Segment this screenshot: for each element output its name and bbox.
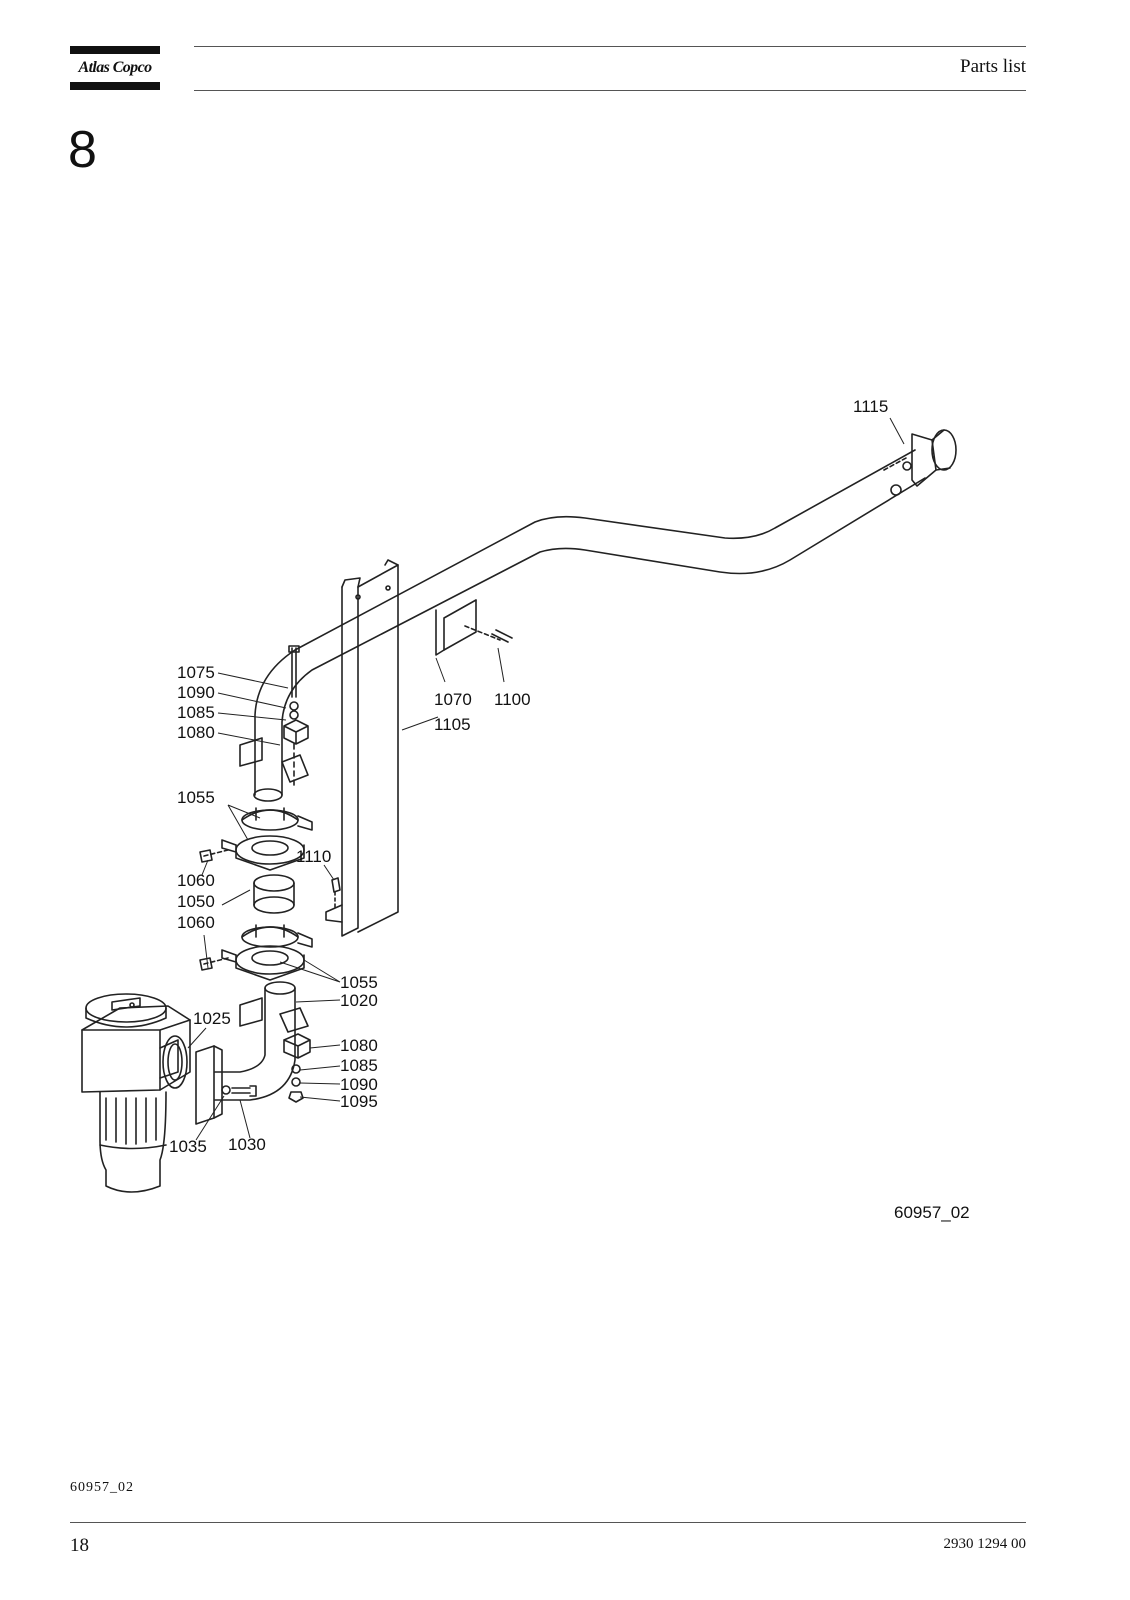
logo-bottom-bar — [70, 82, 160, 90]
callout-1090-upper: 1090 — [177, 683, 215, 702]
callout-1085-lower: 1085 — [340, 1056, 378, 1075]
callout-1100: 1100 — [494, 690, 531, 709]
callout-1035: 1035 — [169, 1137, 207, 1156]
callout-1055-upper: 1055 — [177, 788, 215, 807]
document-number: 2930 1294 00 — [943, 1536, 1027, 1552]
callout-1085-upper: 1085 — [177, 703, 215, 722]
callout-labels: 1115 1075 1090 1085 1080 1070 1100 1105 … — [169, 397, 970, 1222]
callout-1090-lower: 1090 — [340, 1075, 378, 1094]
callout-1020: 1020 — [340, 991, 378, 1010]
section-number: 8 — [68, 121, 97, 179]
callout-1060-lower: 1060 — [177, 913, 215, 932]
page-number: 18 — [70, 1535, 89, 1556]
logo-wordmark: Atlas Copco — [78, 59, 153, 76]
header-title: Parts list — [960, 56, 1026, 77]
footer-rule — [70, 1522, 1026, 1523]
footer-reference: 60957_02 — [70, 1480, 134, 1495]
header-rule-bottom — [194, 90, 1026, 91]
callout-leaders — [187, 417, 905, 1141]
drawing-linework — [81, 429, 957, 1193]
callout-1025: 1025 — [193, 1009, 231, 1028]
callout-1030: 1030 — [228, 1135, 266, 1154]
callout-1110: 1110 — [296, 847, 331, 866]
callout-1055-lower: 1055 — [340, 973, 378, 992]
callout-1070: 1070 — [434, 690, 472, 709]
drawing-id: 60957_02 — [894, 1203, 970, 1222]
header-rule-top — [194, 46, 1026, 47]
callout-1060-upper: 1060 — [177, 871, 215, 890]
callout-1050: 1050 — [177, 892, 215, 911]
callout-1105: 1105 — [434, 715, 471, 734]
atlas-copco-logo: Atlas Copco — [70, 46, 160, 90]
callout-1095: 1095 — [340, 1092, 378, 1111]
callout-1075: 1075 — [177, 663, 215, 682]
callout-1080-upper: 1080 — [177, 723, 215, 742]
callout-1115: 1115 — [853, 397, 888, 416]
callout-1080-lower: 1080 — [340, 1036, 378, 1055]
logo-top-bar — [70, 46, 160, 54]
